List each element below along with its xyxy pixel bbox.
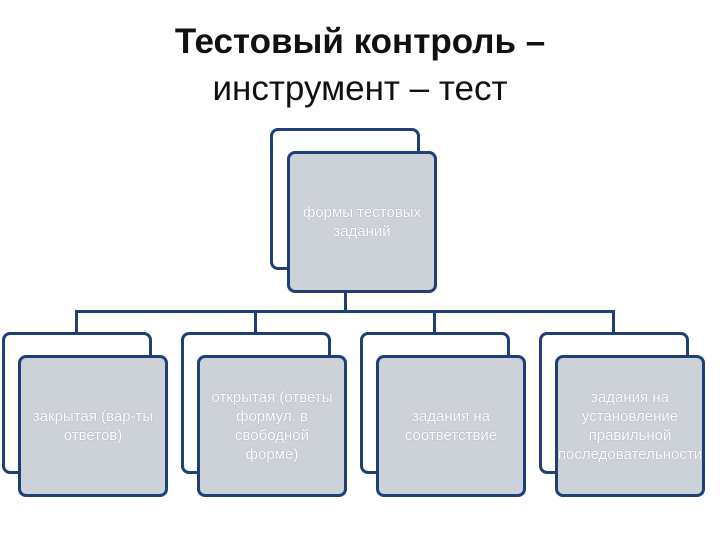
slide-title: Тестовый контроль – инструмент – тест <box>0 18 720 112</box>
connector-drop-2 <box>254 310 257 334</box>
slide-title-line-2: инструмент – тест <box>212 69 508 108</box>
slide-title-line-1: Тестовый контроль – <box>174 22 546 61</box>
child-node-2-label: открытая (ответы формул. в свободной фор… <box>211 389 333 463</box>
child-node-2: открытая (ответы формул. в свободной фор… <box>197 355 347 497</box>
root-node: формы тестовых заданий <box>287 151 437 293</box>
child-node-1: закрытая (вар-ты ответов) <box>18 355 168 497</box>
connector-drop-4 <box>612 310 615 334</box>
root-node-label: формы тестовых заданий <box>302 204 422 240</box>
connector-drop-1 <box>75 310 78 334</box>
child-node-4: задания на установление правильной после… <box>555 355 705 497</box>
child-node-4-label: задания на установление правильной после… <box>557 389 703 463</box>
connector-root-trunk <box>344 288 347 312</box>
child-node-1-label: закрытая (вар-ты ответов) <box>32 408 154 444</box>
connector-horizontal-bar <box>75 310 615 313</box>
child-node-3: задания на соответствие <box>376 355 526 497</box>
child-node-3-label: задания на соответствие <box>404 408 498 444</box>
connector-drop-3 <box>433 310 436 334</box>
